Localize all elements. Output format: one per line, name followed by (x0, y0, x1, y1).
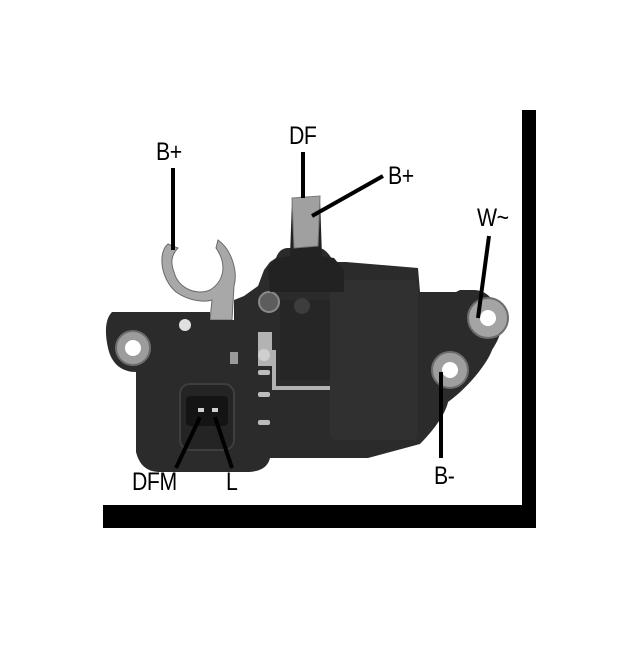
label-dfm: DFM (132, 468, 177, 496)
w-terminal-mounting-hole (467, 297, 509, 339)
frame-right-border (522, 110, 536, 528)
leader-b-plus-brush (311, 174, 384, 218)
left-mounting-hole (115, 330, 151, 366)
label-b-plus-brush: B+ (388, 162, 414, 190)
label-l: L (226, 468, 238, 496)
df-brush-terminal (268, 195, 344, 292)
b-minus-mounting-hole (431, 351, 469, 389)
frame-bottom-border (103, 505, 536, 528)
leader-l (213, 416, 234, 469)
b-plus-clip-terminal (161, 239, 236, 321)
label-w-tilde: W~ (477, 204, 509, 232)
label-b-minus: B- (434, 462, 455, 490)
label-b-plus-clip: B+ (156, 138, 182, 166)
leader-dfm (174, 416, 202, 469)
regulator-housing (105, 248, 502, 472)
label-df: DF (289, 122, 317, 150)
leader-lines (171, 152, 491, 469)
leader-w-tilde (476, 235, 491, 319)
